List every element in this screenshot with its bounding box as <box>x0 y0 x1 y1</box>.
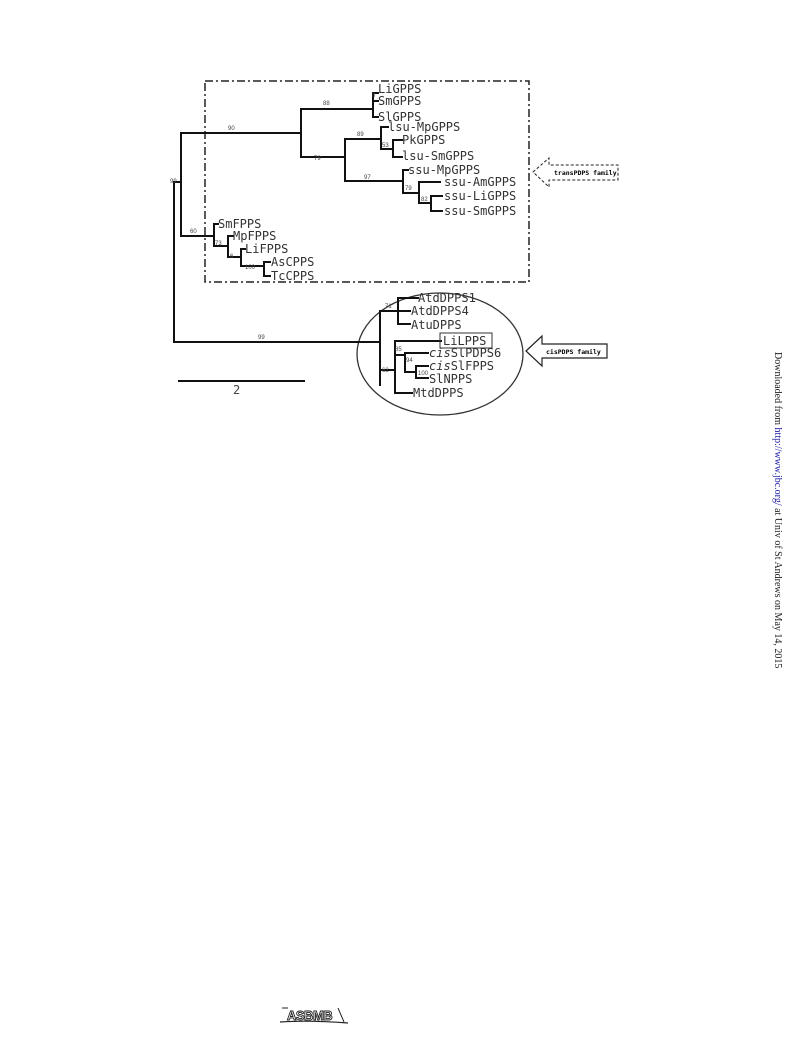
leaf-ssu-am-gpps: ssu-AmGPPS <box>444 175 516 189</box>
scale-bar-label: 2 <box>233 383 240 397</box>
bootstrap-value: 71 <box>385 304 392 310</box>
cis-prefix: cis <box>429 346 451 360</box>
bootstrap-value: 90 <box>228 126 235 132</box>
bootstrap-value: 88 <box>323 101 330 107</box>
bootstrap-value: 89 <box>357 132 364 138</box>
trans-family-box <box>204 80 530 283</box>
bootstrap-value: 97 <box>364 175 371 181</box>
leaf-atu-dpps: AtuDPPS <box>411 318 462 332</box>
bootstrap-value: 79 <box>314 156 321 162</box>
leaf-lsu-sm-gpps: lsu-SmGPPS <box>402 149 474 163</box>
leaf-cis-sl-pdps6: cisSlPDPS6 <box>429 346 501 360</box>
leaf-sm-gpps: SmGPPS <box>378 94 421 108</box>
leaf-lsu-mp-gpps: lsu-MpGPPS <box>388 120 460 134</box>
tree-branches <box>173 92 443 394</box>
leaf-li-fpps: LiFPPS <box>245 242 288 256</box>
bootstrap-value: 73 <box>215 241 222 247</box>
leaf-mp-fpps: MpFPPS <box>233 229 276 243</box>
bootstrap-value: 60 <box>190 229 197 235</box>
leaf-atd-dpps1: AtdDPPS1 <box>418 291 476 305</box>
leaf-ssu-sm-gpps: ssu-SmGPPS <box>444 204 516 218</box>
bootstrap-value: 6 <box>230 254 234 260</box>
asbmb-logo: ASBMB <box>279 1007 349 1024</box>
cis-family-ellipse <box>356 292 524 416</box>
logo-text: ASBMB <box>287 1008 332 1023</box>
cis-sl-fpps-name: SlFPPS <box>451 359 494 373</box>
download-note-suffix: at Univ of St Andrews on May 14, 2015 <box>772 505 783 669</box>
leaf-ssu-mp-gpps: ssu-MpGPPS <box>408 163 480 177</box>
bootstrap-value: 62 <box>382 368 389 374</box>
cis-sl-pdps6-name: SlPDPS6 <box>451 346 502 360</box>
leaf-mtd-dpps: MtdDPPS <box>413 386 464 400</box>
leaf-li-gpps: LiGPPS <box>378 82 421 96</box>
leaf-cis-sl-fpps: cisSlFPPS <box>429 359 494 373</box>
leaf-ssu-li-gpps: ssu-LiGPPS <box>444 189 516 203</box>
cis-family-arrow: cisPDPS family <box>525 334 608 368</box>
download-note-link[interactable]: http://www.jbc.org/ <box>772 427 783 506</box>
trans-family-label: transPDPS family <box>554 169 617 177</box>
bootstrap-value: 85 <box>395 347 402 353</box>
bootstrap-value: 79 <box>405 186 412 192</box>
bootstrap-value: 100 <box>418 371 429 377</box>
bootstrap-value: 100 <box>245 265 256 271</box>
bootstrap-value: 99 <box>170 179 177 185</box>
download-note-prefix: Downloaded from <box>772 352 783 428</box>
trans-family-arrow: transPDPS family <box>532 156 619 189</box>
bootstrap-value: 82 <box>421 197 428 203</box>
leaf-atd-dpps4: AtdDPPS4 <box>411 304 469 318</box>
leaf-li-lpps: LiLPPS <box>443 334 486 348</box>
leaf-pk-gpps: PkGPPS <box>402 133 445 147</box>
cis-prefix: cis <box>429 359 451 373</box>
bootstrap-value: 99 <box>258 335 265 341</box>
download-note: Downloaded from http://www.jbc.org/ at U… <box>768 352 786 688</box>
bootstrap-value: 94 <box>406 358 413 364</box>
bootstrap-value: 53 <box>382 143 389 149</box>
li-lpps-highlight-box <box>439 332 493 349</box>
cis-family-label: cisPDPS family <box>546 348 601 356</box>
leaf-sm-fpps: SmFPPS <box>218 217 261 231</box>
leaf-tc-cpps: TcCPPS <box>271 269 314 283</box>
leaf-sl-gpps: SlGPPS <box>378 110 421 124</box>
bootstrap-value: 8 <box>372 93 376 99</box>
leaf-sl-npps: SlNPPS <box>429 372 472 386</box>
leaf-as-cpps: AsCPPS <box>271 255 314 269</box>
